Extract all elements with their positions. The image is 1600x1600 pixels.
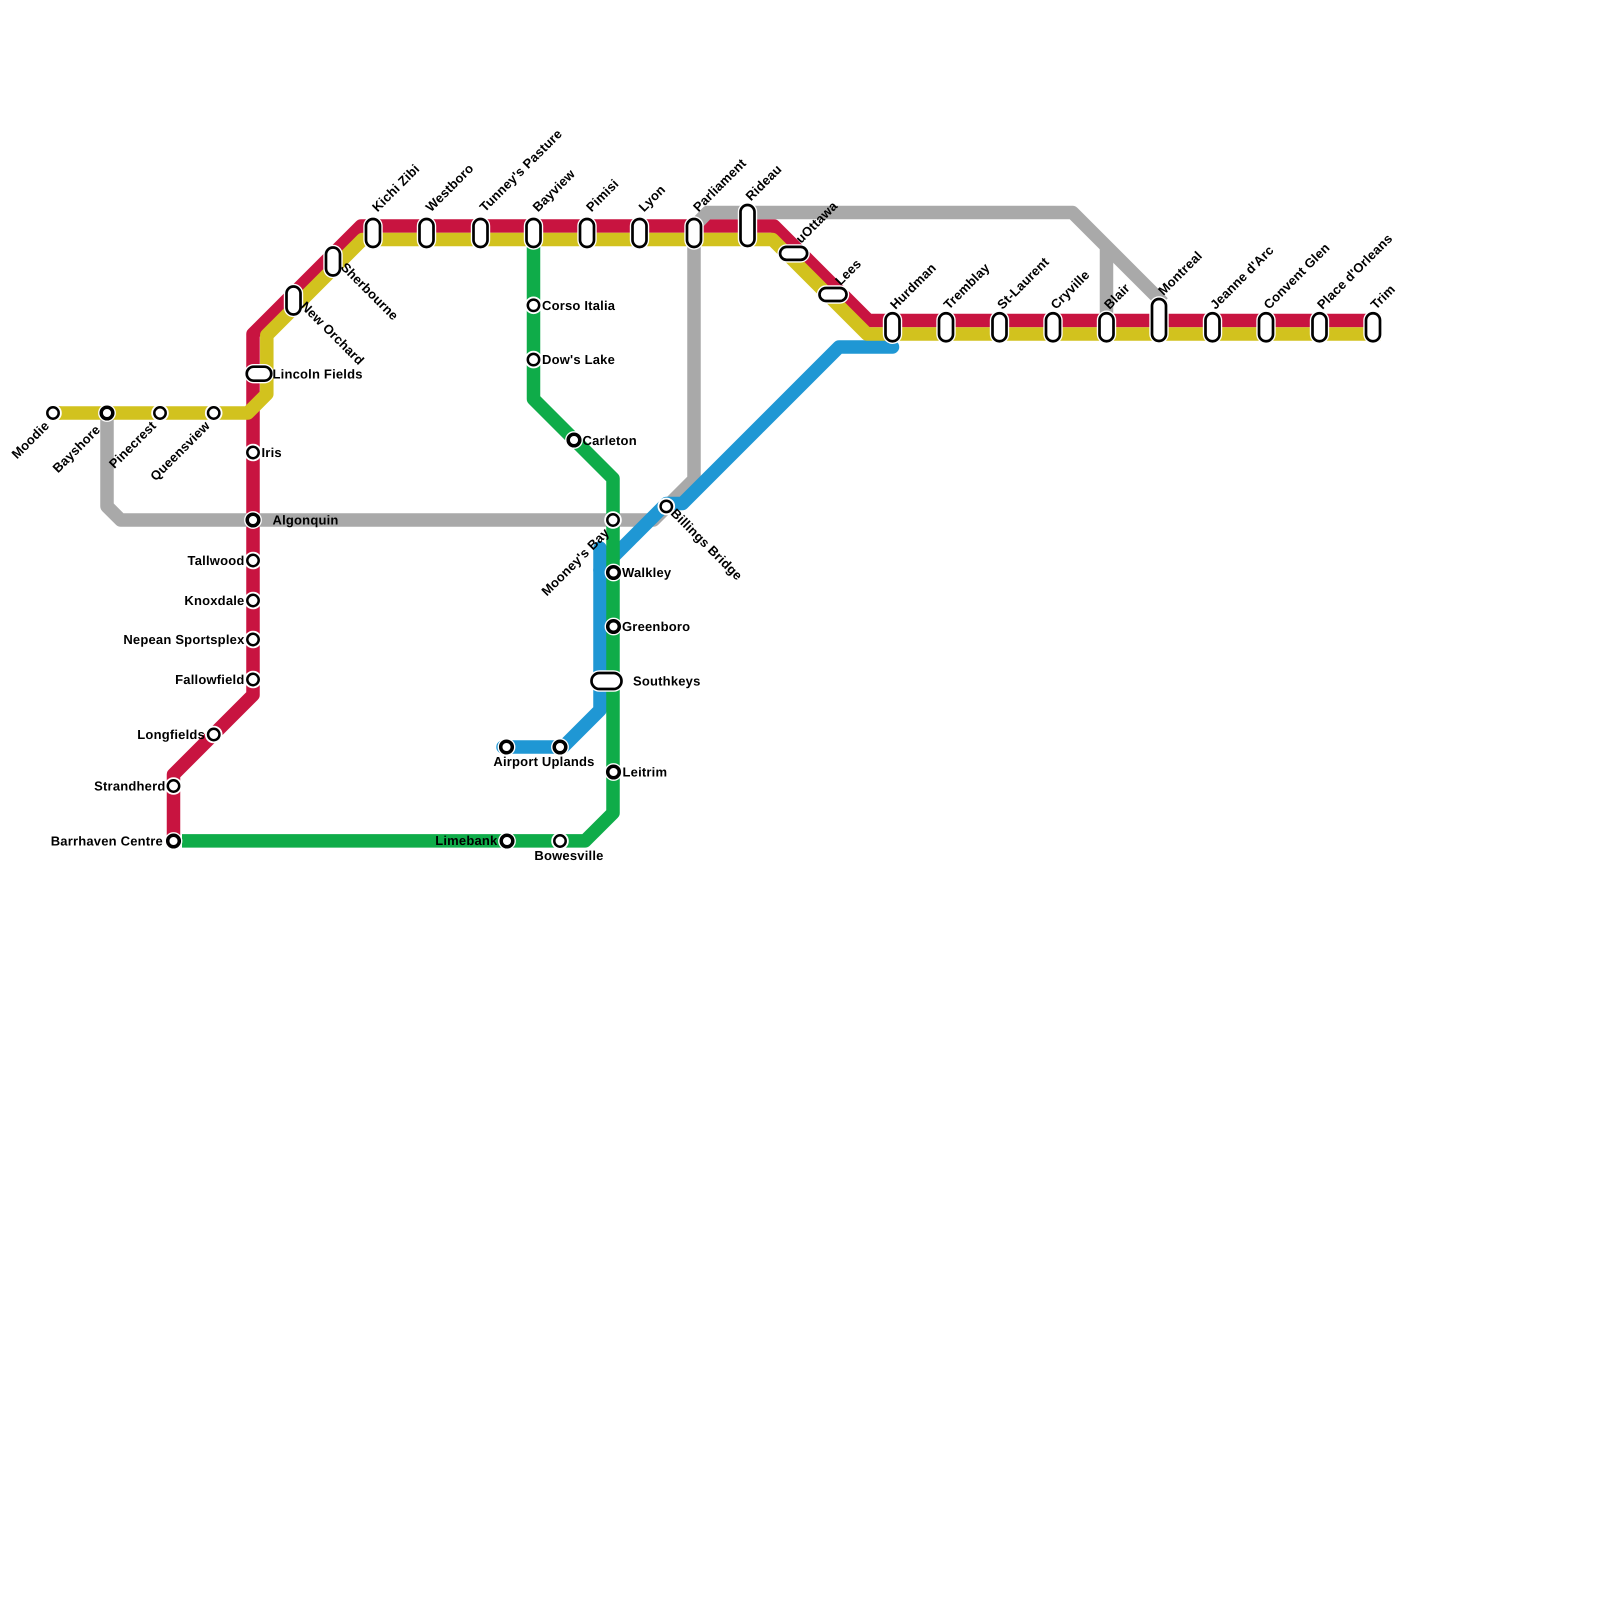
- svg-text:Knoxdale: Knoxdale: [184, 593, 244, 608]
- svg-text:Dow's Lake: Dow's Lake: [542, 352, 615, 367]
- svg-text:Limebank: Limebank: [435, 833, 498, 848]
- svg-text:Lincoln Fields: Lincoln Fields: [273, 366, 363, 381]
- svg-text:Greenboro: Greenboro: [622, 619, 690, 634]
- svg-text:Fallowfield: Fallowfield: [175, 672, 244, 687]
- svg-text:Carleton: Carleton: [583, 433, 637, 448]
- svg-text:Longfields: Longfields: [137, 727, 205, 742]
- svg-text:Corso Italia: Corso Italia: [542, 298, 616, 313]
- svg-text:Bowesville: Bowesville: [534, 848, 603, 863]
- svg-text:Nepean Sportsplex: Nepean Sportsplex: [123, 632, 245, 647]
- svg-text:Strandherd: Strandherd: [94, 779, 165, 794]
- svg-text:Tallwood: Tallwood: [188, 553, 245, 568]
- svg-text:Southkeys: Southkeys: [633, 674, 701, 689]
- svg-text:Algonquin: Algonquin: [273, 512, 339, 527]
- svg-text:Barrhaven Centre: Barrhaven Centre: [51, 834, 163, 849]
- svg-text:Walkley: Walkley: [622, 565, 672, 580]
- svg-text:Leitrim: Leitrim: [623, 765, 668, 780]
- svg-text:Iris: Iris: [262, 445, 282, 460]
- svg-text:Airport Uplands: Airport Uplands: [493, 754, 594, 769]
